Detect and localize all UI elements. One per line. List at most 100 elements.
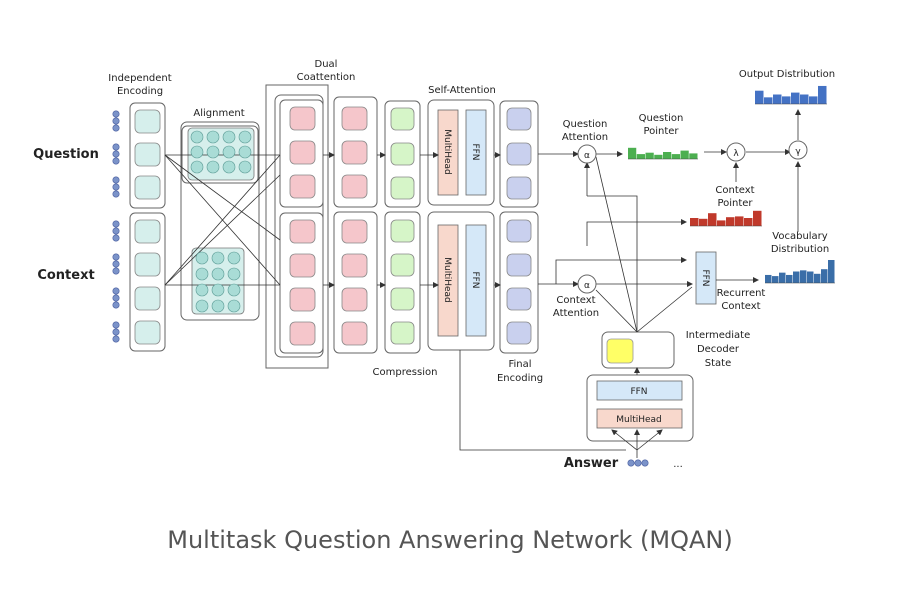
alignment-dot — [227, 299, 241, 313]
question-attention-alpha: α — [584, 151, 590, 161]
alignment-dot — [190, 160, 204, 174]
alignment-dot — [238, 145, 252, 159]
output-distribution-label: Output Distribution — [739, 69, 835, 80]
encoder-cell — [134, 252, 161, 277]
lambda-gate-node — [726, 142, 746, 162]
sa-q-ffn-label: FFN — [470, 143, 480, 160]
final-encoding-cell — [506, 142, 532, 166]
context-attention-node — [577, 274, 597, 294]
alignment-dot — [211, 267, 225, 281]
recurrent-context-label-2: Context — [721, 301, 760, 312]
decoder-multihead-box — [596, 408, 683, 429]
alignment-dot — [190, 130, 204, 144]
coattention-context-box — [279, 212, 324, 354]
intermediate-decoder-state-label-3: State — [705, 358, 731, 369]
vocabulary-distribution-bar — [828, 260, 835, 283]
output-distribution-bar — [764, 97, 773, 104]
alignment-label: Alignment — [193, 108, 244, 119]
vocabulary-distribution-bar — [772, 276, 779, 283]
compression-cell — [390, 107, 415, 131]
question-label: Question — [33, 147, 99, 162]
alignment-dot — [238, 160, 252, 174]
context-pointer-bar — [744, 218, 753, 226]
decoder-state-cell — [606, 338, 634, 364]
output-distribution-bar — [782, 96, 791, 104]
sa-q-multihead-label: MultiHead — [442, 129, 452, 175]
context-pointer-bar — [726, 217, 735, 226]
token-icon — [112, 294, 120, 302]
alignment-dot — [206, 145, 220, 159]
alignment-dot — [190, 145, 204, 159]
coattention-summary-cell — [341, 140, 368, 165]
question-pointer-bar — [628, 147, 637, 159]
token-icon — [112, 227, 120, 235]
recurrent-context-label-1: Recurrent — [717, 288, 766, 299]
context-pointer-bar — [735, 216, 744, 226]
token-icon — [112, 220, 120, 228]
output-distribution-bar — [800, 94, 809, 104]
dual-coattention-label-1: Dual — [315, 59, 338, 70]
answer-ellipsis: ... — [673, 459, 683, 470]
alignment-dot — [238, 130, 252, 144]
token-icon — [112, 321, 120, 329]
coattention-summary-cell — [341, 174, 368, 199]
context-pointer-bar — [753, 210, 762, 226]
final-encoding-cell — [506, 176, 532, 200]
question-pointer-bar — [636, 154, 645, 159]
encoder-cell — [134, 320, 161, 345]
compression-cell — [390, 176, 415, 200]
alignment-dots — [190, 130, 252, 313]
coattention-cell — [289, 106, 316, 131]
final-encoding-cell — [506, 321, 532, 345]
decoder-ffn-label: FFN — [630, 387, 647, 397]
alignment-dot — [222, 145, 236, 159]
question-pointer-bar — [671, 154, 680, 159]
coattention-cell — [289, 140, 316, 165]
context-attention-alpha: α — [584, 281, 590, 291]
final-encoding-cell — [506, 253, 532, 277]
vocabulary-distribution-bar — [800, 270, 807, 283]
question-pointer-bar — [689, 153, 698, 159]
token-icon — [112, 117, 120, 125]
context-pointer-label-2: Pointer — [717, 198, 753, 209]
output-distribution-bar — [809, 96, 818, 104]
recurrent-ffn-label: FFN — [700, 269, 710, 286]
answer-token-icon — [627, 459, 635, 467]
encoder-cell — [134, 109, 161, 134]
alignment-dot — [195, 283, 209, 297]
coattention-cell — [289, 174, 316, 199]
dual-coattention-frame — [265, 84, 329, 369]
coattention-summary-cell — [341, 287, 368, 312]
alignment-dot — [227, 267, 241, 281]
coattention-summary-cell — [341, 253, 368, 278]
context-encoder-box — [129, 212, 166, 352]
question-pointer-bar — [645, 152, 654, 159]
compression-cell — [390, 219, 415, 243]
alignment-dot — [222, 130, 236, 144]
final-encoding-label-2: Encoding — [497, 373, 543, 384]
vocabulary-distribution-bar — [765, 274, 772, 283]
token-icon — [112, 183, 120, 191]
question-attention-node — [577, 144, 597, 164]
token-icon — [112, 190, 120, 198]
token-icon — [112, 150, 120, 158]
question-attention-label-1: Question — [563, 119, 608, 130]
token-icon — [112, 301, 120, 309]
alignment-dot — [195, 251, 209, 265]
context-pointer-bar — [690, 218, 699, 226]
coattention-summary-cell — [341, 321, 368, 346]
coattention-summary-cell — [341, 219, 368, 244]
vocabulary-distribution-bar — [793, 271, 800, 283]
vocabulary-distribution-bar — [786, 274, 793, 283]
vocabulary-distribution-bar — [807, 271, 814, 283]
vocabulary-distribution-bar — [779, 272, 786, 283]
alignment-dot — [195, 267, 209, 281]
encoder-cells — [134, 106, 532, 346]
token-icon — [112, 253, 120, 261]
context-label: Context — [37, 268, 94, 283]
compression-cell — [390, 321, 415, 345]
question-pointer-bar — [654, 154, 663, 159]
coattention-cell — [289, 321, 316, 346]
intermediate-decoder-state-label-1: Intermediate — [686, 330, 751, 341]
context-pointer-bar — [717, 220, 726, 226]
